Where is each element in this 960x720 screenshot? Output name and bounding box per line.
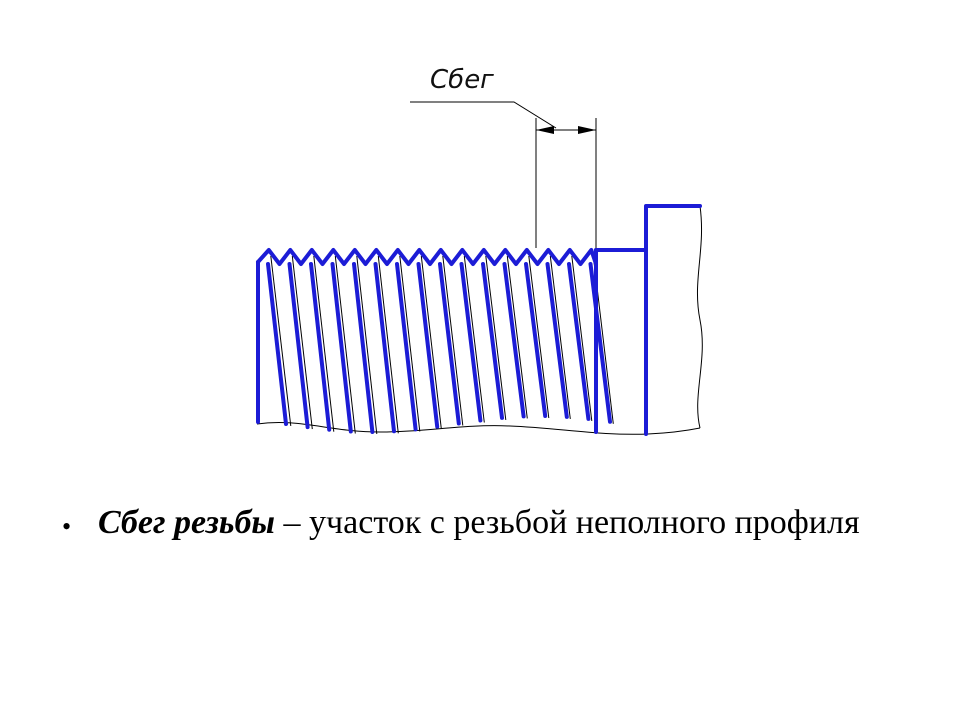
thread-front-line — [567, 262, 591, 421]
runout-dimension — [535, 118, 597, 248]
thread-back-line — [506, 255, 528, 419]
bullet-dash: – — [275, 504, 310, 541]
thread-back-line — [549, 255, 571, 419]
thread-front-lines — [266, 262, 612, 434]
bullet-symbol: • — [62, 512, 72, 541]
thread-back-line — [442, 255, 464, 426]
thread-front-line — [287, 262, 310, 430]
thread-back-line — [399, 255, 421, 432]
callout-leader-line — [410, 101, 557, 129]
bullet-definition: участок с резьбой неполного профиля — [309, 504, 860, 541]
thread-back-lines — [270, 255, 614, 435]
break-line-right — [697, 205, 703, 429]
thread-front-line — [481, 262, 504, 420]
thread-back-line — [291, 255, 313, 430]
bullet-item: • Сбег резьбы – участок с резьбой неполн… — [62, 500, 922, 546]
thread-front-line — [588, 262, 612, 424]
thread-back-line — [270, 255, 292, 427]
shaft-shoulder — [594, 204, 702, 252]
thread-front-line — [502, 262, 526, 419]
dimension-arrow-left — [536, 126, 554, 134]
thread-front-line — [459, 262, 483, 423]
callout-label: Сбег — [430, 65, 494, 95]
thread-back-line — [571, 255, 593, 421]
bullet-term: Сбег резьбы — [98, 504, 276, 541]
thread-back-line — [334, 255, 356, 434]
thread-runout-drawing: Сбег — [256, 65, 703, 436]
thread-front-line — [524, 262, 548, 418]
thread-front-line — [545, 262, 569, 419]
thread-back-line — [313, 255, 335, 432]
thread-front-line — [330, 262, 353, 434]
thread-front-line — [266, 262, 288, 426]
thread-back-line — [377, 255, 399, 434]
thread-front-line — [395, 262, 418, 432]
thread-front-line — [416, 262, 440, 429]
thread-front-line — [438, 262, 461, 426]
break-line-bottom — [256, 422, 701, 435]
thread-back-line — [420, 255, 442, 429]
thread-back-line — [528, 255, 550, 419]
thread-contour — [256, 204, 702, 436]
thread-back-line — [356, 255, 378, 435]
thread-back-line — [485, 255, 507, 420]
thread-front-line — [373, 262, 396, 434]
thread-front-line — [309, 262, 332, 432]
thread-back-line — [463, 255, 485, 423]
thread-crest-line — [256, 248, 598, 266]
callout: Сбег — [410, 65, 557, 129]
thread-front-line — [352, 262, 375, 434]
bullet-text: Сбег резьбы – участок с резьбой неполног… — [98, 500, 922, 546]
dimension-arrow-right — [578, 126, 596, 134]
